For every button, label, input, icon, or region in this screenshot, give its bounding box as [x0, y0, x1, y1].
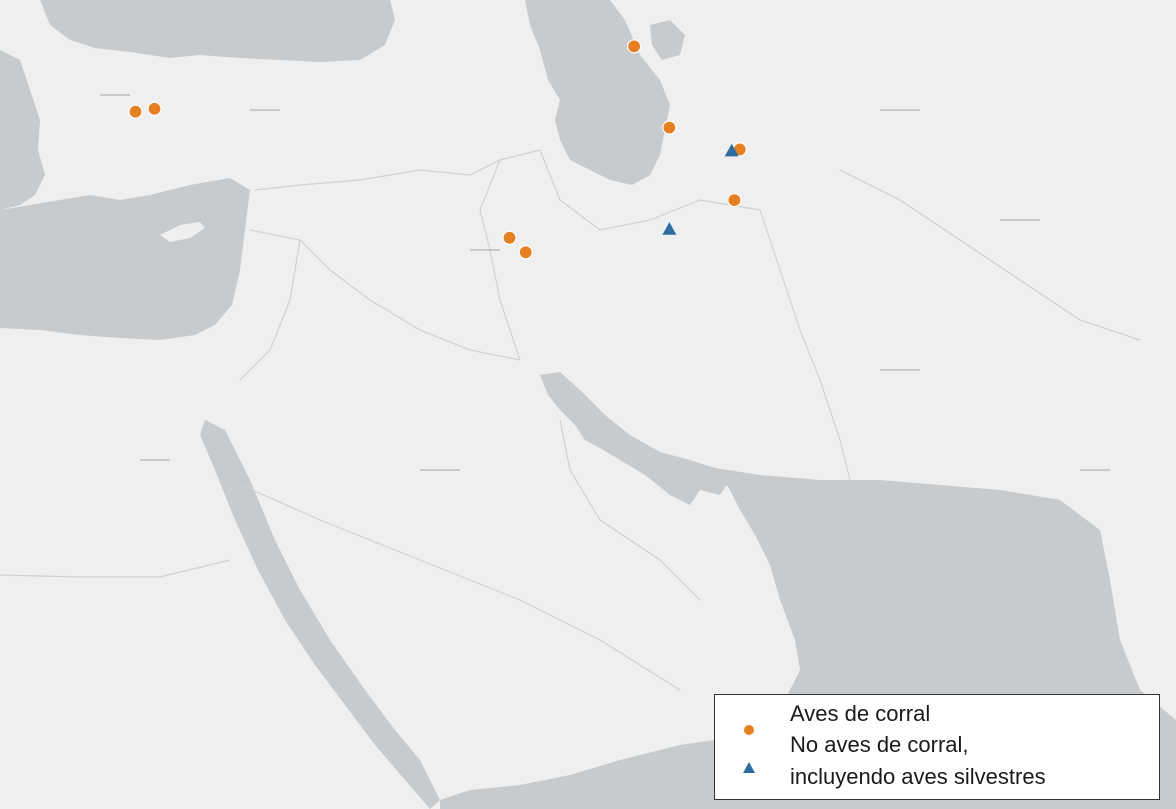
- legend-circle-icon: [744, 725, 754, 735]
- poultry-outbreak-marker[interactable]: [662, 120, 677, 135]
- poultry-outbreak-marker[interactable]: [518, 245, 533, 260]
- poultry-outbreak-marker[interactable]: [147, 101, 162, 116]
- wild-bird-outbreak-marker[interactable]: [724, 143, 739, 157]
- mediterranean-sea: [0, 178, 250, 340]
- aegean-sea: [0, 50, 45, 210]
- country-borders: [0, 149, 1141, 691]
- outbreak-markers: [128, 39, 747, 260]
- wild-bird-outbreak-marker[interactable]: [662, 222, 677, 235]
- poultry-outbreak-marker[interactable]: [727, 193, 742, 208]
- poultry-outbreak-marker[interactable]: [128, 104, 143, 119]
- map-legend: Aves de corral No aves de corral, incluy…: [714, 694, 1160, 800]
- cyprus: [160, 222, 205, 242]
- kara-bogaz-gol: [650, 20, 685, 60]
- black-sea: [40, 0, 395, 62]
- legend-label-wild-birds: incluyendo aves silvestres: [790, 764, 1046, 789]
- persian-gulf: [540, 372, 730, 505]
- poultry-outbreak-marker[interactable]: [502, 230, 517, 245]
- gulf-of-aden: [440, 740, 714, 809]
- legend-triangle-icon: [743, 762, 755, 773]
- label-texture: [100, 94, 1110, 471]
- legend-label-non-poultry: No aves de corral,: [790, 732, 969, 757]
- legend-label-poultry: Aves de corral: [790, 701, 931, 726]
- poultry-outbreak-marker[interactable]: [626, 39, 642, 54]
- red-sea: [200, 420, 440, 809]
